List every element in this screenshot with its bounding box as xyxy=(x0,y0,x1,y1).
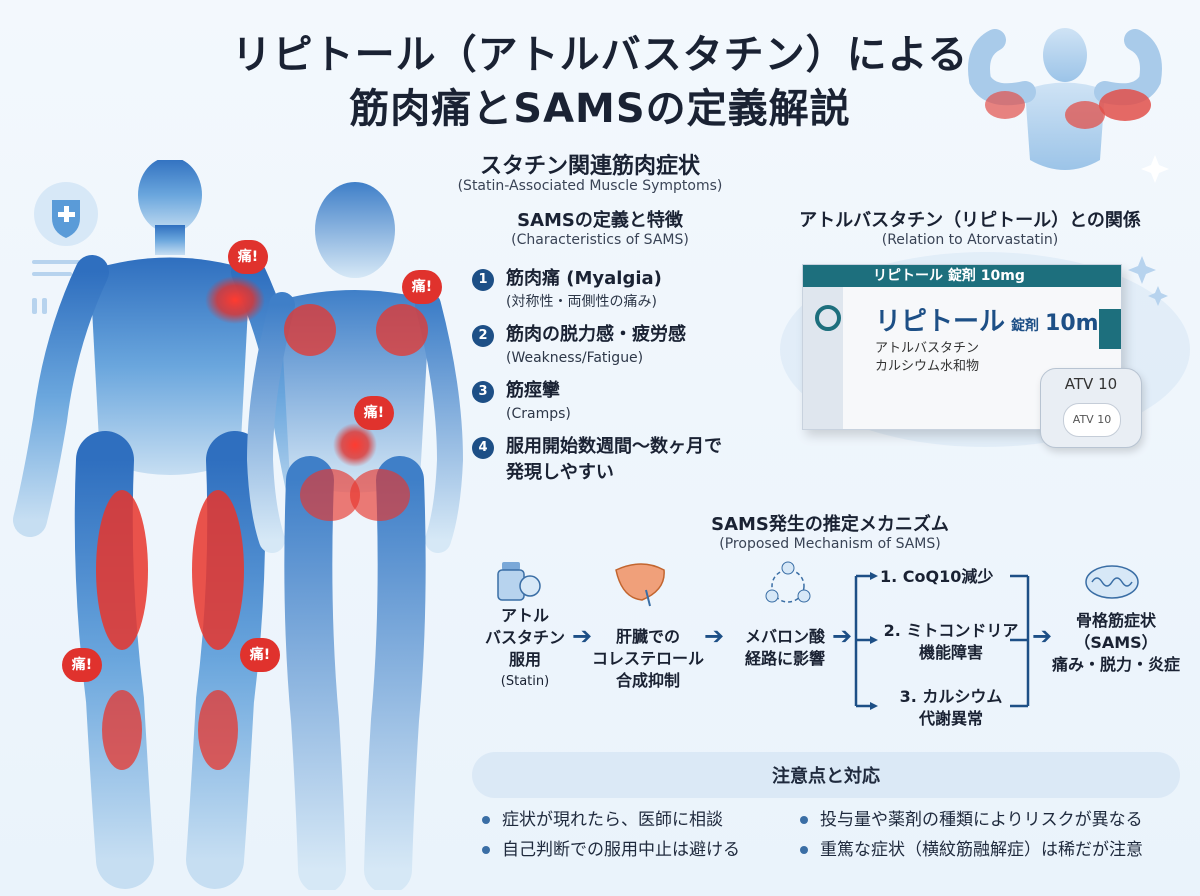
pain-bubble-lower-back: 痛! xyxy=(354,396,394,430)
step1-line2: バスタチン xyxy=(484,628,565,647)
molecule-cycle-icon xyxy=(765,561,811,603)
pill-bottle-icon xyxy=(497,562,541,601)
drug-line-2: カルシウム水和物 xyxy=(875,359,980,374)
drug-box-top-label: リピトール 錠剤 10mg xyxy=(803,265,1121,287)
bullet-dot xyxy=(800,846,808,854)
pain-bubble-upper-back: 痛! xyxy=(402,270,442,304)
drug-box-tab xyxy=(1099,309,1121,349)
female-figure xyxy=(246,182,464,890)
step2-line3: 合成抑制 xyxy=(615,671,680,690)
item-sub: (対称性・両側性の痛み) xyxy=(506,294,657,310)
mechanism-heading-en: (Proposed Mechanism of SAMS) xyxy=(719,536,941,552)
sparkle-icon xyxy=(1128,256,1168,306)
drug-brand-name: リピトール xyxy=(875,307,1006,337)
item-sub: (Cramps) xyxy=(506,406,571,422)
branch-3: 3. カルシウム 代謝異常 xyxy=(876,686,1026,730)
number-badge: 1 xyxy=(472,269,494,291)
caution-text: 投与量や薬剤の種類によりリスクが異なる xyxy=(820,810,1143,830)
caution-text: 症状が現れたら、医師に相談 xyxy=(502,810,723,830)
step3-line1: メバロン酸 xyxy=(744,627,825,646)
sams-heading: スタチン関連筋肉症状 xyxy=(479,154,700,179)
definition-item-4: 4 服用開始数週間～数ヶ月で発現しやすい xyxy=(472,434,722,486)
number-badge: 2 xyxy=(472,325,494,347)
definition-item-1: 1 筋肉痛 (Myalgia) (対称性・両側性の痛み) xyxy=(472,266,662,312)
item-sub: (Weakness/Fatigue) xyxy=(506,350,644,366)
result-line1: 骨格筋症状 xyxy=(1075,611,1156,630)
drug-form: 錠剤 xyxy=(1011,318,1040,334)
number-badge: 4 xyxy=(472,437,494,459)
caution-item-4: 重篤な症状（横紋筋融解症）は稀だが注意 xyxy=(800,838,1143,862)
caution-banner xyxy=(472,752,1180,798)
item-main: 服用開始数週間～数ヶ月で xyxy=(506,436,722,457)
caution-text: 自己判断での服用中止は避ける xyxy=(502,840,740,860)
arrow-2: ➔ xyxy=(704,622,725,650)
mechanism-result: 骨格筋症状 （SAMS） 痛み・脱力・炎症 xyxy=(1050,610,1182,676)
number-badge: 3 xyxy=(472,381,494,403)
pain-bubble-shoulder: 痛! xyxy=(228,240,268,274)
caution-item-3: 自己判断での服用中止は避ける xyxy=(482,838,740,862)
relation-heading: アトルバスタチン（リピトール）との関係 xyxy=(799,210,1141,231)
definition-heading: SAMSの定義と特徴 xyxy=(517,210,683,231)
caution-heading: 注意点と対応 xyxy=(772,766,880,787)
item-main: 筋痙攣 xyxy=(506,380,560,401)
medical-shield-icon xyxy=(32,182,98,314)
bullet-dot xyxy=(800,816,808,824)
definition-item-2: 2 筋肉の脱力感・疲労感 (Weakness/Fatigue) xyxy=(472,322,686,368)
result-line2: （SAMS） xyxy=(1074,633,1158,652)
mechanism-step-1: アトル バスタチン 服用 (Statin) xyxy=(470,605,580,693)
relation-heading-en: (Relation to Atorvastatin) xyxy=(881,232,1059,248)
branch-1: 1. CoQ10減少 xyxy=(880,567,994,586)
step1-line3: 服用 xyxy=(508,650,541,669)
title-line-1: リピトール（アトルバスタチン）による xyxy=(231,32,969,78)
branch2-line2: 機能障害 xyxy=(918,643,983,662)
mechanism-step-2: 肝臓での コレステロール 合成抑制 xyxy=(578,626,718,692)
branch3-line1: 3. カルシウム xyxy=(899,687,1003,706)
brand-logo-icon xyxy=(815,305,841,331)
pain-bubble-left-calf: 痛! xyxy=(62,648,102,682)
item-main: 筋肉痛 (Myalgia) xyxy=(506,268,662,289)
pain-bubble-right-calf: 痛! xyxy=(240,638,280,672)
tablet-code: ATV 10 xyxy=(1064,375,1118,393)
bullet-dot xyxy=(482,816,490,824)
item-main: 筋肉の脱力感・疲労感 xyxy=(506,324,686,345)
branch3-line2: 代謝異常 xyxy=(918,709,983,728)
drug-line-1: アトルバスタチン xyxy=(875,341,980,356)
sams-heading-en: (Statin-Associated Muscle Symptoms) xyxy=(457,178,723,194)
step2-line1: 肝臓での xyxy=(615,627,680,646)
step1-en: (Statin) xyxy=(500,674,550,689)
definition-heading-en: (Characteristics of SAMS) xyxy=(511,232,689,248)
mechanism-step-3: メバロン酸 経路に影響 xyxy=(730,626,840,670)
page-title: リピトール（アトルバスタチン）による 筋肉痛とSAMSの定義解説 xyxy=(0,28,1200,136)
flexing-athlete-icon xyxy=(968,28,1169,183)
tablet-blister: ATV 10 ATV 10 xyxy=(1040,368,1142,448)
step3-line2: 経路に影響 xyxy=(744,649,825,668)
branch-2: 2. ミトコンドリア 機能障害 xyxy=(876,620,1026,664)
mechanism-heading: SAMS発生の推定メカニズム xyxy=(711,514,949,535)
title-line-2: 筋肉痛とSAMSの定義解説 xyxy=(349,86,851,132)
step2-line2: コレステロール xyxy=(591,649,704,668)
arrow-1: ➔ xyxy=(572,622,593,650)
caution-item-1: 症状が現れたら、医師に相談 xyxy=(482,808,723,832)
body-anatomy-illustration xyxy=(13,160,464,890)
definition-item-3: 3 筋痙攣 (Cramps) xyxy=(472,378,571,424)
tablet-pill: ATV 10 xyxy=(1063,403,1121,437)
arrow-4: ➔ xyxy=(1032,622,1053,650)
arrow-3: ➔ xyxy=(832,622,853,650)
bullet-dot xyxy=(482,846,490,854)
caution-text: 重篤な症状（横紋筋融解症）は稀だが注意 xyxy=(820,840,1143,860)
item-sub: 発現しやすい xyxy=(506,462,614,483)
step1-line1: アトル xyxy=(500,606,549,625)
branch2-line1: 2. ミトコンドリア xyxy=(883,621,1019,640)
liver-icon xyxy=(615,563,665,607)
mitochondria-icon xyxy=(1085,565,1139,599)
caution-item-2: 投与量や薬剤の種類によりリスクが異なる xyxy=(800,808,1143,832)
result-line3: 痛み・脱力・炎症 xyxy=(1051,655,1180,674)
branch-bracket xyxy=(854,572,1030,710)
